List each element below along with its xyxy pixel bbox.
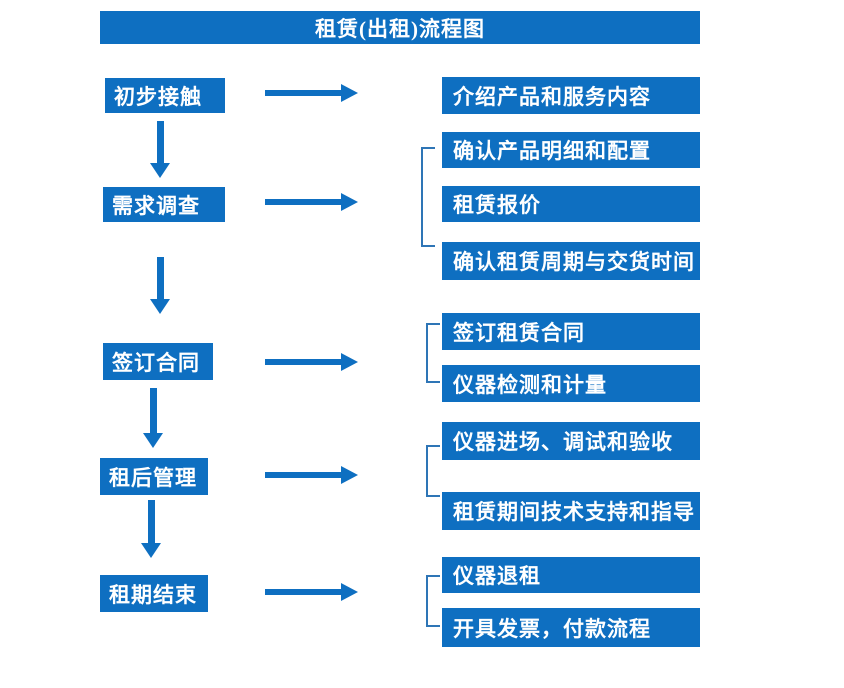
arrow-shaft xyxy=(265,359,341,365)
group-bracket xyxy=(426,323,440,383)
output-box-instrument-entry-debug-acceptance: 仪器进场、调试和验收 xyxy=(442,422,700,460)
output-box-rental-quotation: 租赁报价 xyxy=(442,186,700,222)
down-arrow-icon xyxy=(141,500,161,558)
arrow-shaft xyxy=(265,472,341,478)
arrow-shaft xyxy=(265,199,341,205)
output-box-invoice-payment-process: 开具发票，付款流程 xyxy=(442,608,700,647)
right-arrow-icon xyxy=(265,353,358,371)
step-box-rental-end: 租期结束 xyxy=(100,575,208,612)
group-bracket xyxy=(421,147,435,247)
output-box-confirm-rental-period-delivery: 确认租赁周期与交货时间 xyxy=(442,242,700,280)
down-arrow-icon xyxy=(143,388,163,448)
arrow-shaft xyxy=(147,500,155,543)
output-box-instrument-testing-metrology: 仪器检测和计量 xyxy=(442,365,700,402)
output-box-sign-rental-contract: 签订租赁合同 xyxy=(442,313,700,350)
group-bracket xyxy=(426,575,440,627)
step-box-initial-contact: 初步接触 xyxy=(105,78,225,113)
output-box-introduce-products-services: 介绍产品和服务内容 xyxy=(442,77,700,114)
arrow-head xyxy=(341,84,358,102)
down-arrow-icon xyxy=(150,121,170,178)
arrow-shaft xyxy=(149,388,157,433)
arrow-head xyxy=(341,583,358,601)
output-box-instrument-return: 仪器退租 xyxy=(442,557,700,593)
arrow-shaft xyxy=(265,589,341,595)
arrow-head xyxy=(341,353,358,371)
right-arrow-icon xyxy=(265,84,358,102)
arrow-head xyxy=(341,193,358,211)
step-box-demand-survey: 需求调查 xyxy=(103,187,225,222)
arrow-head xyxy=(143,433,163,448)
right-arrow-icon xyxy=(265,466,358,484)
arrow-head xyxy=(150,163,170,178)
down-arrow-icon xyxy=(150,257,170,314)
right-arrow-icon xyxy=(265,193,358,211)
arrow-head xyxy=(150,299,170,314)
right-arrow-icon xyxy=(265,583,358,601)
arrow-head xyxy=(341,466,358,484)
output-box-confirm-product-details: 确认产品明细和配置 xyxy=(442,132,700,168)
step-box-sign-contract: 签订合同 xyxy=(103,343,213,380)
arrow-shaft xyxy=(156,121,164,163)
arrow-shaft xyxy=(156,257,164,299)
group-bracket xyxy=(426,445,440,497)
arrow-shaft xyxy=(265,90,341,96)
step-box-post-rental-management: 租后管理 xyxy=(100,458,208,495)
output-box-technical-support-guidance: 租赁期间技术支持和指导 xyxy=(442,492,700,530)
flowchart-title: 租赁(出租)流程图 xyxy=(100,11,700,44)
arrow-head xyxy=(141,543,161,558)
